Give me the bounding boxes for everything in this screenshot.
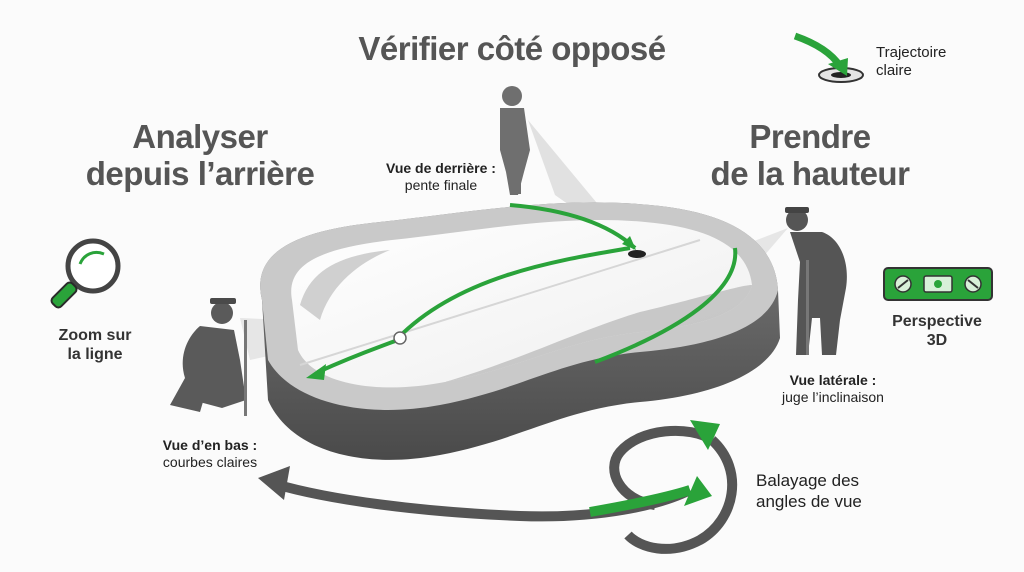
side-view-title: Vue latérale : [789, 372, 877, 388]
zoom-label: Zoom sur la ligne [40, 326, 150, 364]
golfer-side-view-icon [785, 207, 847, 355]
main-putt-path [396, 246, 631, 340]
legend-label: Trajectoire claire [876, 44, 946, 80]
aim-line [299, 239, 701, 366]
spirit-level-icon [883, 267, 993, 301]
heading-take-height: Prendre de la hauteur [700, 118, 920, 192]
slope-shading-left [300, 250, 390, 320]
legend-line1: Trajectoire [876, 44, 947, 61]
back-view-desc: pente finale [404, 177, 478, 193]
golfer-crouching-icon [170, 298, 247, 416]
heading-analyse-from-behind: Analyser depuis l’arrière [70, 118, 330, 192]
rotation-arrows-icon [258, 420, 738, 554]
green-arrow-into-hole-icon [793, 32, 864, 83]
slope-shading [445, 285, 752, 382]
hole [628, 250, 646, 258]
zoom-line1: Zoom sur [58, 327, 132, 344]
sweep-label: Balayage des angles de vue [756, 470, 862, 512]
perspective-label: Perspective 3D [882, 312, 992, 350]
back-view-title: Vue de derrière : [386, 160, 496, 176]
bottom-view-desc: courbes claires [162, 454, 258, 470]
heading-right-line2: de la hauteur [710, 155, 910, 192]
golf-ball [393, 331, 407, 345]
perspective-line1: Perspective [892, 313, 982, 330]
golfer-back-view-icon [500, 86, 530, 195]
heading-left-line2: depuis l’arrière [85, 155, 315, 192]
bottom-view-label: Vue d’en bas : courbes claires [150, 437, 270, 471]
green-inner-surface [291, 219, 752, 388]
magnifier-icon [50, 238, 121, 309]
sweep-line1: Balayage des [756, 471, 860, 490]
side-view-desc: juge l’inclinaison [782, 389, 884, 405]
heading-right-line1: Prendre [749, 118, 871, 155]
heading-left-line1: Analyser [132, 118, 268, 155]
bottom-view-title: Vue d’en bas : [162, 437, 258, 453]
heading-check-opposite-side: Vérifier côté opposé [358, 30, 666, 67]
perspective-line2: 3D [926, 332, 948, 349]
sweep-line2: angles de vue [756, 492, 862, 511]
right-curve-path [594, 247, 738, 364]
upper-putt-arrowhead [622, 236, 636, 250]
back-view-label: Vue de derrière : pente finale [376, 160, 506, 194]
return-putt-arrowhead [306, 364, 326, 380]
zoom-line2: la ligne [67, 346, 123, 363]
side-view-label: Vue latérale : juge l’inclinaison [768, 372, 898, 406]
legend-line2: claire [876, 62, 912, 79]
